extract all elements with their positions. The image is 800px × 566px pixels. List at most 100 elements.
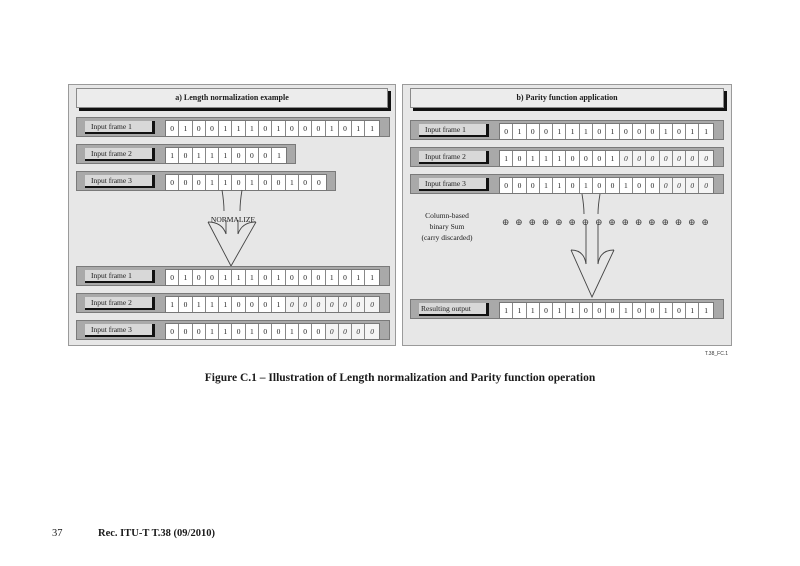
bit-cell: 1: [566, 303, 580, 318]
bit-cell: 1: [325, 121, 339, 136]
xor-icon: ⊕: [581, 217, 590, 227]
bit-cell: 1: [272, 297, 286, 312]
xor-icon: ⊕: [688, 217, 696, 227]
bit-cell: 0: [259, 297, 273, 312]
bit-cell: 0: [285, 270, 299, 285]
padding-bit-cell: 0: [699, 178, 713, 193]
bit-cell: 0: [312, 324, 326, 339]
frame-label: Input frame 1: [85, 121, 155, 134]
bit-cell: 1: [245, 324, 260, 339]
bit-cell: 1: [500, 303, 514, 318]
bit-cell: 1: [606, 124, 620, 139]
padding-bit-cell: 0: [686, 151, 700, 166]
bit-cell: 0: [672, 303, 687, 318]
bit-cell: 0: [593, 124, 607, 139]
bit-cell: 0: [632, 124, 647, 139]
padding-bit-cell: 0: [619, 151, 633, 166]
bit-cell: 1: [539, 151, 554, 166]
bit-cell: 1: [566, 124, 580, 139]
parity-arrow-icon: [570, 193, 615, 299]
bit-cell: 0: [272, 324, 286, 339]
padding-bit-cell: 0: [672, 178, 687, 193]
frame-label: Input frame 3: [419, 178, 489, 191]
bit-cell: 0: [566, 178, 580, 193]
bit-cell: 1: [192, 148, 206, 163]
bit-cell: 1: [192, 297, 206, 312]
bit-cell: 1: [699, 124, 713, 139]
bit-cell: 1: [579, 178, 594, 193]
bit-cell: 1: [166, 148, 180, 163]
bit-cell: 0: [526, 178, 540, 193]
bit-cell: 1: [179, 121, 193, 136]
sum-label-line: binary Sum: [429, 222, 465, 231]
bit-cell: 1: [619, 303, 633, 318]
xor-symbols: ⊕⊕⊕⊕⊕⊕⊕⊕⊕⊕⊕⊕⊕⊕⊕⊕: [499, 217, 712, 228]
xor-icon: ⊕: [701, 217, 709, 227]
bit-cell: 0: [179, 297, 193, 312]
bit-cell: 1: [272, 121, 286, 136]
bit-cell: 0: [526, 124, 540, 139]
sum-label-line: (carry discarded): [421, 233, 473, 242]
bit-cell: 1: [686, 303, 700, 318]
xor-icon: ⊕: [674, 217, 683, 227]
bit-cell: 1: [219, 148, 233, 163]
bit-cell: 0: [166, 175, 180, 190]
bit-cell: 0: [312, 121, 326, 136]
bit-cell: 0: [298, 270, 313, 285]
bit-cell: 1: [232, 270, 246, 285]
padding-bit-cell: 0: [298, 297, 313, 312]
frame-label: Input frame 3: [85, 324, 155, 337]
bit-cell: 0: [566, 151, 580, 166]
bit-cell: 0: [166, 270, 180, 285]
bit-cell: 0: [259, 270, 273, 285]
bit-cell: 1: [539, 178, 554, 193]
bit-cell: 0: [298, 121, 313, 136]
normalize-arrow-icon: [207, 189, 257, 267]
bit-cell: 0: [646, 303, 660, 318]
bit-cell: 0: [606, 178, 620, 193]
bit-cell: 1: [659, 124, 673, 139]
xor-icon: ⊕: [515, 217, 523, 227]
bit-cell: 0: [192, 324, 206, 339]
panel-b-title: b) Parity function application: [410, 88, 724, 108]
padding-bit-cell: 0: [352, 297, 366, 312]
bit-cell: 1: [245, 121, 260, 136]
bit-cell: 0: [166, 121, 180, 136]
frame-label: Input frame 2: [419, 151, 489, 164]
xor-icon: ⊕: [661, 217, 669, 227]
bit-cell: 0: [259, 175, 273, 190]
bit-cell: 1: [659, 303, 673, 318]
bit-cell: 1: [179, 270, 193, 285]
bit-cell: 0: [646, 124, 660, 139]
xor-icon: ⊕: [501, 217, 510, 227]
bit-cell: 0: [298, 324, 313, 339]
padding-bit-cell: 0: [365, 324, 379, 339]
bit-cell: 0: [312, 175, 326, 190]
bit-cell: 0: [192, 175, 206, 190]
bit-cell: 0: [593, 151, 607, 166]
bit-cell: 0: [672, 124, 687, 139]
bit-cell: 0: [192, 270, 206, 285]
padding-bit-cell: 0: [352, 324, 366, 339]
xor-icon: ⊕: [608, 217, 616, 227]
padding-bit-cell: 0: [659, 151, 673, 166]
bit-cell: 0: [579, 303, 594, 318]
bit-cell: 0: [259, 148, 273, 163]
bit-cell: 0: [245, 148, 260, 163]
xor-icon: ⊕: [594, 217, 603, 227]
bit-cell: 0: [232, 324, 246, 339]
bit-cell: 1: [219, 175, 233, 190]
bit-cell: 1: [205, 297, 220, 312]
